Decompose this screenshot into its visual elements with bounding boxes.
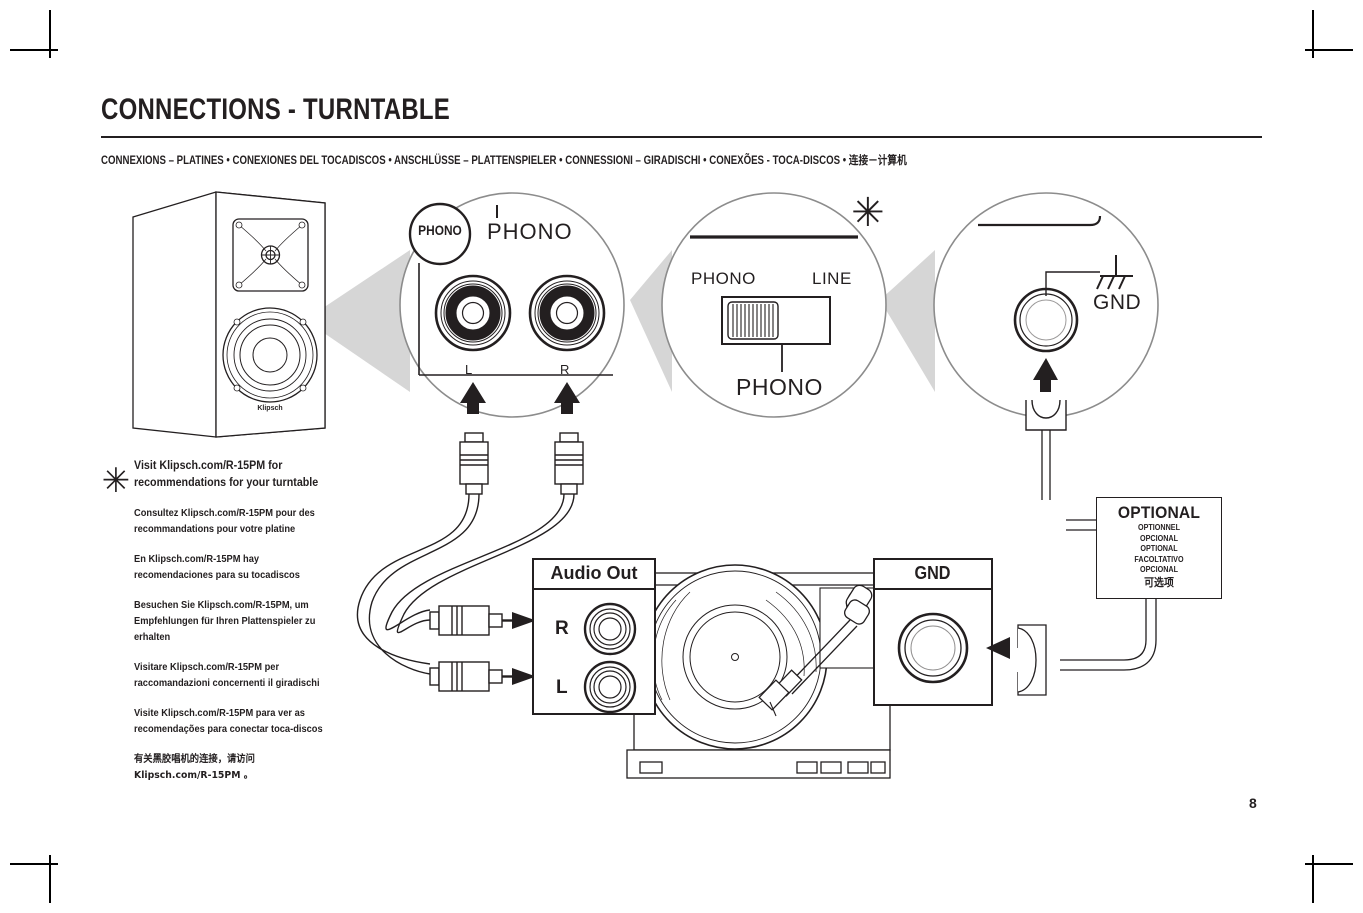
crop-mark-top-left-v	[49, 10, 51, 58]
rca-cable-pair	[356, 432, 584, 675]
rca-plug-horizontal-left	[429, 661, 518, 692]
turntable-ground-panel	[873, 558, 1010, 706]
magnifier-wedges	[305, 250, 935, 392]
audio-out-right-label: R	[555, 618, 569, 639]
optional-box: OPTIONAL OPTIONNEL OPCIONAL OPTIONAL FAC…	[1096, 497, 1222, 599]
turntable-ground-title: GND	[914, 563, 951, 583]
audio-out-title: Audio Out	[550, 563, 638, 583]
turntable-illustration	[626, 564, 891, 779]
note-text-french: Consultez Klipsch.com/R-15PM pour des re…	[134, 508, 315, 535]
crop-mark-bottom-left-h	[10, 863, 58, 865]
phono-jack-right-label: R	[560, 362, 570, 377]
svg-text:Klipsch: Klipsch	[257, 405, 282, 412]
note-text-german: Besuchen Sie Klipsch.com/R-15PM, um Empf…	[134, 600, 316, 643]
switch-selected-label: PHONO	[736, 374, 823, 400]
crop-mark-bottom-right-v	[1312, 855, 1314, 903]
speaker-illustration: Klipsch	[132, 191, 326, 438]
crop-mark-bottom-right-h	[1305, 863, 1353, 865]
ground-wire	[1017, 430, 1157, 696]
crop-mark-bottom-left-v	[49, 855, 51, 903]
optional-label-italian: FACOLTATIVO	[1134, 554, 1184, 564]
crop-mark-top-left-h	[10, 49, 58, 51]
switch-position-phono-label: PHONO	[691, 269, 756, 288]
phono-jack-left-label: L	[465, 362, 473, 377]
subtitle-chinese: 连接－计算机	[848, 153, 907, 167]
arrow-into-gnd	[986, 637, 1010, 659]
page-title: CONNECTIONS - TURNTABLE	[101, 93, 451, 126]
note-text-portuguese: Visite Klipsch.com/R-15PM para ver as re…	[134, 708, 323, 735]
optional-label-french: OPTIONNEL	[1137, 523, 1180, 532]
audio-out-panel	[532, 558, 656, 715]
arrow-into-audio-out-r	[512, 612, 536, 629]
note-text-spanish: En Klipsch.com/R-15PM hay recomendacione…	[134, 554, 300, 581]
note-text-italian: Visitare Klipsch.com/R-15PM per raccoman…	[134, 662, 320, 689]
phono-input-label: PHONO	[487, 219, 573, 244]
switch-position-line-label: LINE	[812, 269, 852, 288]
crop-mark-top-right-h	[1305, 49, 1353, 51]
subtitle-languages: CONNEXIONS – PLATINES • CONEXIONES DEL T…	[101, 152, 907, 168]
arrow-into-audio-out-l	[512, 668, 536, 685]
optional-label-chinese: 可选项	[1144, 575, 1174, 589]
optional-label-english: OPTIONAL	[1117, 503, 1201, 522]
audio-out-left-label: L	[556, 677, 568, 698]
note-text-chinese: 有关黑胶唱机的连接，请访问 Klipsch.com/R-15PM 。	[134, 754, 255, 781]
optional-label-spanish: OPCIONAL	[1139, 533, 1178, 543]
note-body: Visit Klipsch.com/R-15PM for recommendat…	[134, 458, 334, 784]
rca-plug-horizontal-right	[429, 605, 518, 636]
title-divider	[101, 136, 1262, 138]
crop-mark-top-right-v	[1312, 10, 1314, 58]
optional-label-german: OPTIONAL	[1140, 544, 1178, 553]
switch-asterisk-marker: ✳	[851, 190, 885, 236]
note-text-english: Visit Klipsch.com/R-15PM for recommendat…	[134, 460, 319, 489]
callout-ground-terminal	[933, 192, 1159, 431]
ground-terminal-label: GND	[1093, 291, 1142, 314]
phono-badge-label: PHONO	[418, 222, 462, 238]
callout-phono-inputs	[399, 192, 625, 418]
subtitle-latin: CONNEXIONS – PLATINES • CONEXIONES DEL T…	[101, 155, 849, 167]
callout-phono-line-switch	[661, 192, 887, 418]
note-asterisk-marker: ✳	[101, 461, 131, 501]
page-number: 8	[1249, 795, 1257, 811]
optional-label-portuguese: OPCIONAL	[1139, 565, 1178, 574]
